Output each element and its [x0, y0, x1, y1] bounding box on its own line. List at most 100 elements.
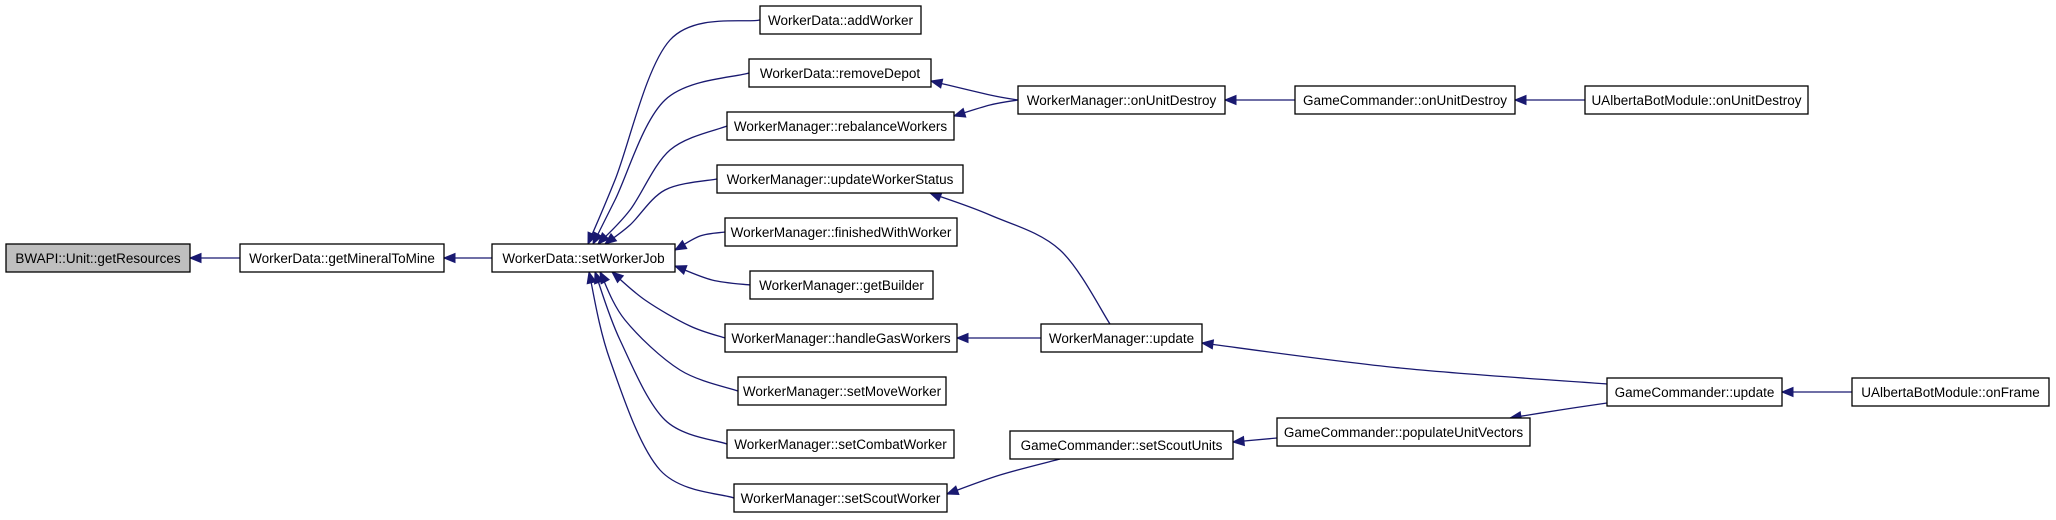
node-box[interactable] [748, 58, 932, 88]
arrowhead [592, 231, 603, 246]
node-box[interactable] [1294, 85, 1516, 115]
node-label: GameCommander::update [1615, 385, 1775, 400]
arrowhead [929, 78, 944, 89]
node-label: WorkerManager::update [1049, 331, 1194, 346]
node-box[interactable] [491, 243, 676, 273]
node-label: UAlbertaBotModule::onUnitDestroy [1591, 93, 1801, 108]
node-box[interactable] [759, 5, 922, 35]
node-label: WorkerManager::rebalanceWorkers [734, 119, 948, 134]
edge-line [592, 72, 750, 245]
node-label: WorkerManager::finishedWithWorker [731, 225, 952, 240]
node-box[interactable] [1606, 377, 1783, 407]
edge-n12-to-n2 [586, 270, 735, 499]
node-box[interactable] [724, 217, 958, 247]
node-label: WorkerData::setWorkerJob [502, 251, 664, 266]
node-label: WorkerManager::getBuilder [759, 278, 924, 293]
node-box[interactable] [716, 164, 964, 194]
node-label: WorkerManager::handleGasWorkers [731, 331, 951, 346]
node-workerdata-addworker[interactable]: WorkerData::addWorker [759, 5, 922, 35]
node-label: UAlbertaBotModule::onFrame [1861, 385, 2040, 400]
edge-n13-to-n5 [952, 99, 1019, 118]
edge-line [929, 192, 1111, 325]
node-gamecommander-populateunitvectors[interactable]: GameCommander::populateUnitVectors [1276, 417, 1531, 447]
node-workerdata-setworkerjob[interactable]: WorkerData::setWorkerJob [491, 243, 676, 273]
nodes-layer: BWAPI::Unit::getResources WorkerData::get… [5, 5, 2050, 513]
node-ualbertabotmodule-onframe[interactable]: UAlbertaBotModule::onFrame [1851, 377, 2050, 407]
arrowhead [603, 232, 618, 245]
node-gamecommander-setscoutunits[interactable]: GameCommander::setScoutUnits [1009, 430, 1234, 460]
node-box[interactable] [726, 429, 955, 459]
node-workermanager-updateworkerstatus[interactable]: WorkerManager::updateWorkerStatus [716, 164, 964, 194]
node-box[interactable] [1040, 323, 1203, 353]
arrowhead [610, 271, 625, 284]
edge-line [1509, 402, 1608, 419]
arrowhead [442, 252, 456, 264]
arrowhead [1513, 94, 1527, 106]
node-label: WorkerManager::updateWorkerStatus [727, 172, 954, 187]
node-gamecommander-onunitdestroy[interactable]: GameCommander::onUnitDestroy [1294, 85, 1516, 115]
node-box[interactable] [239, 243, 445, 273]
edge-line [930, 80, 1019, 101]
node-gamecommander-update[interactable]: GameCommander::update [1606, 377, 1783, 407]
node-box[interactable] [733, 483, 948, 513]
node-bwapi-unit-getresources[interactable]: BWAPI::Unit::getResources [5, 243, 191, 273]
node-workermanager-rebalanceworkers[interactable]: WorkerManager::rebalanceWorkers [726, 111, 955, 141]
node-workermanager-update[interactable]: WorkerManager::update [1040, 323, 1203, 353]
arrowhead [188, 252, 202, 264]
edge-n9-to-n2 [610, 271, 726, 339]
node-label: GameCommander::setScoutUnits [1021, 438, 1223, 453]
edge-line [946, 458, 1061, 495]
edge-line [588, 271, 735, 499]
node-box[interactable] [749, 270, 934, 300]
edge-line [597, 125, 728, 245]
edge-n6-to-n2 [603, 178, 718, 245]
arrowhead [1780, 386, 1794, 398]
edge-n15-to-n14 [1513, 94, 1585, 106]
arrowhead [586, 270, 597, 285]
edge-n16-to-n6 [928, 192, 1111, 325]
node-workermanager-finishedwithworker[interactable]: WorkerManager::finishedWithWorker [724, 217, 958, 247]
arrowhead [594, 270, 604, 285]
node-workerdata-removedepot[interactable]: WorkerData::removeDepot [748, 58, 932, 88]
node-label: WorkerManager::setScoutWorker [741, 491, 941, 506]
edge-n1-to-n0 [188, 252, 240, 264]
node-ualbertabotmodule-onunitdestroy[interactable]: UAlbertaBotModule::onUnitDestroy [1584, 85, 1809, 115]
edge-n20-to-n19 [1780, 386, 1852, 398]
node-workermanager-setmoveworker[interactable]: WorkerManager::setMoveWorker [737, 376, 947, 406]
edges-layer [188, 19, 1852, 499]
node-box[interactable] [724, 323, 958, 353]
node-workermanager-handlegasworkers[interactable]: WorkerManager::handleGasWorkers [724, 323, 958, 353]
node-box[interactable] [1276, 417, 1531, 447]
node-label: WorkerData::getMineralToMine [249, 251, 435, 266]
edge-n4-to-n2 [592, 72, 750, 246]
arrowhead [952, 107, 967, 118]
arrowhead [673, 239, 688, 251]
node-box[interactable] [1009, 430, 1234, 460]
arrowhead [673, 265, 688, 275]
node-box[interactable] [737, 376, 947, 406]
node-workermanager-onunitdestroy[interactable]: WorkerManager::onUnitDestroy [1017, 85, 1226, 115]
edge-n14-to-n13 [1223, 94, 1295, 106]
node-box[interactable] [726, 111, 955, 141]
node-box[interactable] [1851, 377, 2050, 407]
node-label: WorkerManager::setCombatWorker [734, 437, 947, 452]
edge-line [674, 265, 751, 286]
node-label: GameCommander::onUnitDestroy [1303, 93, 1507, 108]
node-box[interactable] [1017, 85, 1226, 115]
edge-n10-to-n2 [599, 270, 739, 392]
arrowhead [955, 332, 969, 344]
node-box[interactable] [1584, 85, 1809, 115]
node-label: WorkerData::removeDepot [760, 66, 921, 81]
arrowhead [1200, 339, 1215, 350]
node-workermanager-setscoutworker[interactable]: WorkerManager::setScoutWorker [733, 483, 948, 513]
edge-n5-to-n2 [597, 125, 728, 245]
arrowhead [597, 232, 610, 245]
edge-n18-to-n17 [1231, 435, 1278, 447]
node-box[interactable] [5, 243, 191, 273]
node-workermanager-getbuilder[interactable]: WorkerManager::getBuilder [749, 270, 934, 300]
arrowhead [1223, 94, 1237, 106]
node-label: BWAPI::Unit::getResources [15, 251, 181, 266]
node-workermanager-setcombatworker[interactable]: WorkerManager::setCombatWorker [726, 429, 955, 459]
node-workerdata-getmineraltomine[interactable]: WorkerData::getMineralToMine [239, 243, 445, 273]
